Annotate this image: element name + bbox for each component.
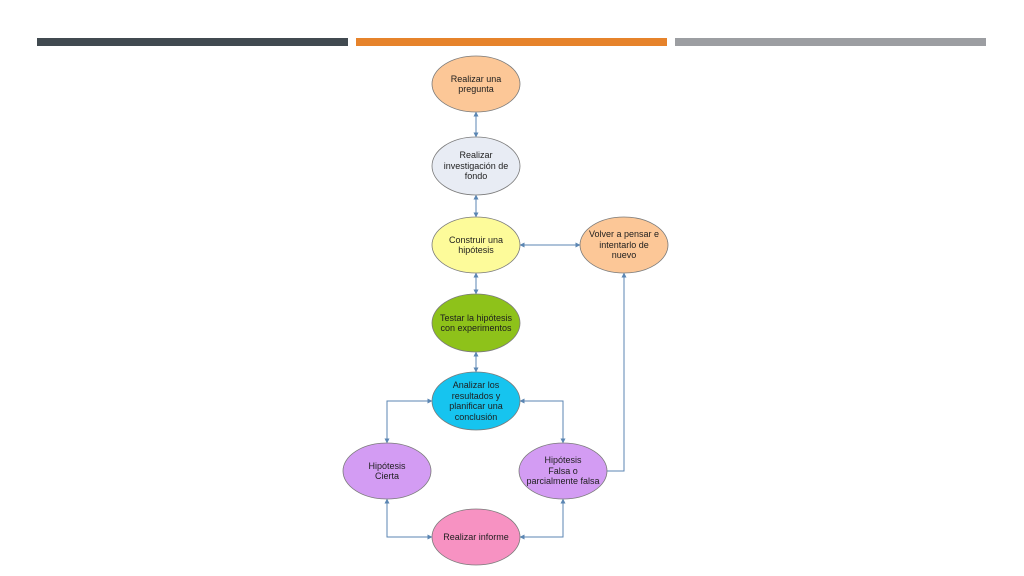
header-bar-gray bbox=[675, 38, 986, 46]
nodes bbox=[342, 55, 669, 566]
node-true bbox=[342, 442, 432, 500]
connector-true-report bbox=[384, 498, 433, 540]
node-rethink bbox=[579, 216, 669, 274]
header-bar-dark bbox=[37, 38, 348, 46]
node-analyze bbox=[431, 371, 521, 431]
connector-analyze-true bbox=[384, 398, 433, 444]
connector-false-rethink bbox=[607, 272, 627, 472]
node-false bbox=[518, 442, 608, 500]
header-bar-orange bbox=[356, 38, 667, 46]
node-ask bbox=[431, 55, 521, 113]
node-research bbox=[431, 136, 521, 196]
node-report bbox=[431, 508, 521, 566]
node-hypothesis bbox=[431, 216, 521, 274]
connector-false-report bbox=[519, 498, 566, 540]
node-test bbox=[431, 293, 521, 353]
connectors bbox=[384, 111, 627, 540]
connector-analyze-false bbox=[519, 398, 566, 444]
